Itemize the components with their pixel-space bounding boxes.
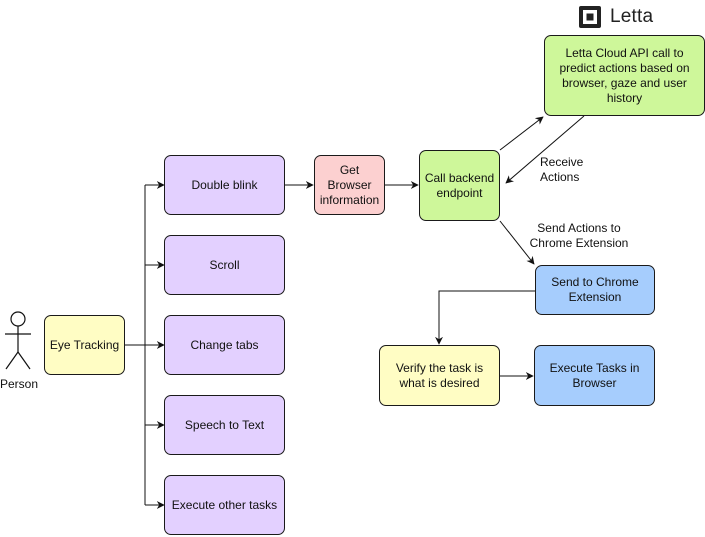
- double-blink-node: Double blink: [164, 155, 285, 215]
- scroll-node: Scroll: [164, 235, 285, 295]
- letta-logo: Letta: [578, 5, 653, 29]
- execute-browser-node: Execute Tasks in Browser: [534, 345, 655, 406]
- person-label: Person: [0, 377, 39, 391]
- letta-logo-icon: [579, 6, 601, 28]
- flow-arrows: [285, 115, 585, 380]
- change-tabs-node: Change tabs: [164, 315, 285, 375]
- letta-api-node: Letta Cloud API call to predict actions …: [544, 35, 705, 116]
- verify-task-node: Verify the task is what is desired: [379, 345, 500, 406]
- fanout-connectors: [125, 181, 165, 509]
- get-browser-info-node: Get Browser information: [314, 155, 385, 215]
- speech-to-text-node: Speech to Text: [164, 395, 285, 455]
- eye-tracking-node: Eye Tracking: [44, 315, 125, 375]
- send-actions-label: Send Actions to Chrome Extension: [529, 221, 629, 250]
- send-chrome-node: Send to Chrome Extension: [535, 265, 655, 315]
- person-icon: [5, 311, 31, 370]
- letta-logo-text: Letta: [610, 6, 654, 27]
- execute-other-tasks-node: Execute other tasks: [164, 475, 285, 535]
- receive-actions-label: Receive Actions: [540, 155, 584, 184]
- call-backend-node: Call backend endpoint: [419, 150, 500, 221]
